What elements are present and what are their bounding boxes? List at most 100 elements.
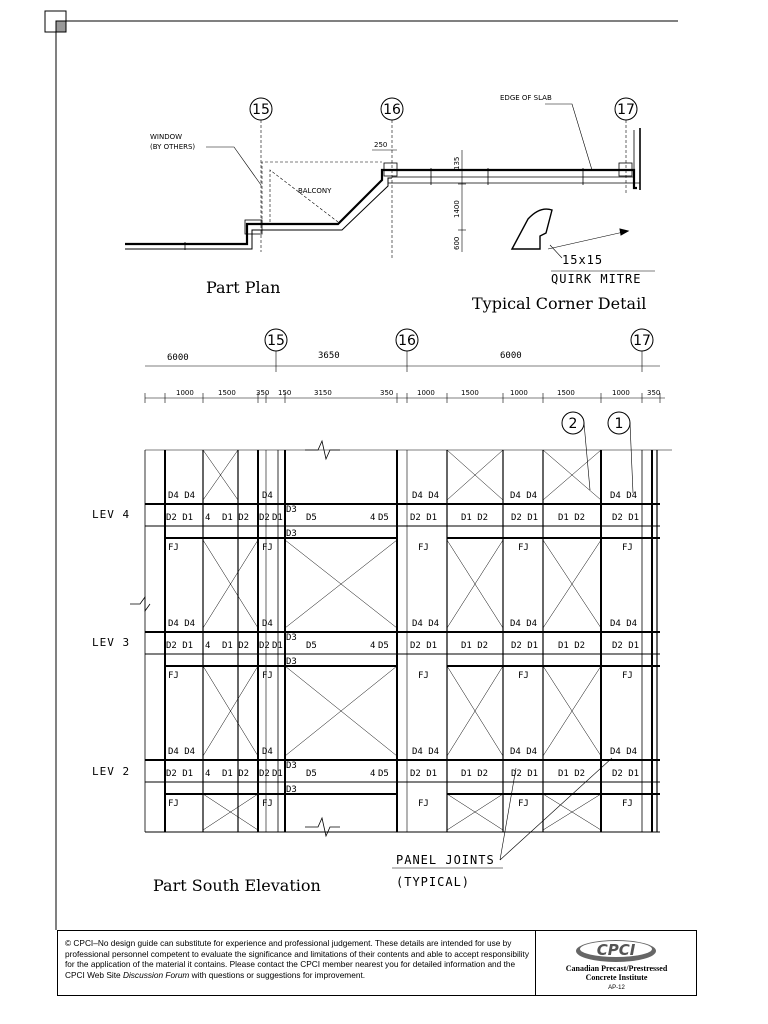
window-cross xyxy=(202,449,239,501)
level-3-label: LEV 3 xyxy=(92,636,130,649)
corner-detail-caption: Typical Corner Detail xyxy=(472,294,646,313)
joint-tag: D4 D4 xyxy=(412,747,439,757)
joint-tag: D1 D2 xyxy=(461,513,488,523)
joint-tag: FJ xyxy=(418,543,429,553)
window-cross xyxy=(446,539,504,629)
panel-joints-typical: (TYPICAL) xyxy=(396,875,470,889)
joint-tag: FJ xyxy=(262,543,273,553)
elev-grid-17: 17 xyxy=(633,333,651,349)
elevation-linework xyxy=(130,328,672,869)
window-cross xyxy=(542,539,602,629)
joint-tag: D3 xyxy=(286,505,297,515)
footer: © CPCI–No design guide can substitute fo… xyxy=(57,930,697,996)
sub-dimension: 1000 xyxy=(510,389,528,397)
joint-tag: D4 D4 xyxy=(610,747,637,757)
joint-tag: D4 D4 xyxy=(412,619,439,629)
edge-of-slab-label: EDGE OF SLAB xyxy=(500,94,552,102)
joint-tag: D2 xyxy=(259,641,270,651)
joint-tag: D4 D4 xyxy=(168,491,195,501)
plan-dim-600: 600 xyxy=(453,237,461,250)
corner-dim: 15x15 xyxy=(562,253,603,267)
disclaimer-part-1: © CPCI–No design guide can substitute fo… xyxy=(65,938,529,980)
panel-joints-label: PANEL JOINTS xyxy=(396,853,495,867)
elevation-panels xyxy=(144,393,661,833)
joint-tag: D4 D4 xyxy=(610,491,637,501)
sub-dimension: 1500 xyxy=(218,389,236,397)
joint-tag: D3 xyxy=(286,633,297,643)
level-4-label: LEV 4 xyxy=(92,508,130,521)
joint-tag: D3 xyxy=(286,657,297,667)
joint-tag: FJ xyxy=(168,671,179,681)
quirk-mitre-label: QUIRK MITRE xyxy=(551,272,641,286)
joint-tag: D4 D4 xyxy=(168,619,195,629)
joint-tag: D3 xyxy=(286,761,297,771)
joint-tag: D4 xyxy=(262,747,273,757)
plan-grid-17: 17 xyxy=(617,102,635,118)
sub-dimension: 1000 xyxy=(417,389,435,397)
joint-tag: FJ xyxy=(262,671,273,681)
joint-tag: D2 D1 xyxy=(511,641,538,651)
joint-tag: D4 D4 xyxy=(168,747,195,757)
sheet-code: AP-12 xyxy=(608,985,625,991)
joint-tag: D1 xyxy=(272,769,283,779)
callout-2: 2 xyxy=(569,416,578,432)
marker: 4 xyxy=(205,641,210,651)
cpci-logo-text: CPCI xyxy=(597,941,636,959)
plan-text: 15 16 17 WINDOW (BY OTHERS) BALCONY EDGE… xyxy=(150,94,646,313)
joint-tag: D1 D2 xyxy=(461,641,488,651)
window-label-2: (BY OTHERS) xyxy=(150,143,195,151)
disclaimer-text: © CPCI–No design guide can substitute fo… xyxy=(65,938,531,980)
joint-tag: FJ xyxy=(262,799,273,809)
joint-tag: D1 D2 xyxy=(461,769,488,779)
joint-tag: FJ xyxy=(418,671,429,681)
org-name-line-1: Canadian Precast/Prestressed xyxy=(565,964,668,973)
joint-tag: D1 xyxy=(272,513,283,523)
marker: 4 xyxy=(205,769,210,779)
callout-1: 1 xyxy=(615,416,624,432)
part-plan xyxy=(125,97,641,260)
sub-dimension: 1000 xyxy=(612,389,630,397)
joint-tag: D1 D2 xyxy=(558,641,585,651)
joint-tag: D2 D1 xyxy=(166,641,193,651)
joint-tag: D5 xyxy=(306,641,317,651)
discussion-forum-link[interactable]: Discussion Forum xyxy=(122,969,190,980)
elev-grid-16: 16 xyxy=(398,333,416,349)
sub-dimension: 1000 xyxy=(176,389,194,397)
sub-dimension: 3150 xyxy=(314,389,332,397)
joint-tag: D5 xyxy=(378,513,389,523)
plan-grid-16: 16 xyxy=(383,102,401,118)
sub-dimension: 1500 xyxy=(461,389,479,397)
joint-tag: D5 xyxy=(378,769,389,779)
level-2-label: LEV 2 xyxy=(92,765,130,778)
joint-tag: FJ xyxy=(518,671,529,681)
joint-tag: D1 D2 xyxy=(558,769,585,779)
marker: 4 xyxy=(370,641,375,651)
sub-dimension: 150 xyxy=(278,389,291,397)
plan-dim-250: 250 xyxy=(374,141,387,149)
joint-tag: D5 xyxy=(306,513,317,523)
joint-tag: D2 D1 xyxy=(166,513,193,523)
plan-grid-15: 15 xyxy=(252,102,270,118)
joint-tag: D2 D1 xyxy=(612,513,639,523)
marker: 4 xyxy=(205,513,210,523)
joint-tag: D3 xyxy=(286,529,297,539)
joint-tag: FJ xyxy=(168,799,179,809)
joint-tag: D4 D4 xyxy=(510,491,537,501)
joint-tag: FJ xyxy=(518,799,529,809)
window-cross xyxy=(202,539,259,629)
window-label-1: WINDOW xyxy=(150,133,182,141)
sheet-frame xyxy=(44,10,678,930)
joint-tag: D2 D1 xyxy=(166,769,193,779)
joint-tag: FJ xyxy=(622,671,633,681)
window-cross xyxy=(542,449,602,501)
joint-tag: D4 D4 xyxy=(610,619,637,629)
sub-dimension: 1500 xyxy=(557,389,575,397)
sub-dimension: 350 xyxy=(256,389,269,397)
joint-tag: D2 D1 xyxy=(410,513,437,523)
overall-dim-3: 6000 xyxy=(500,351,522,361)
joint-tag: D2 D1 xyxy=(410,769,437,779)
joint-tag: FJ xyxy=(418,799,429,809)
